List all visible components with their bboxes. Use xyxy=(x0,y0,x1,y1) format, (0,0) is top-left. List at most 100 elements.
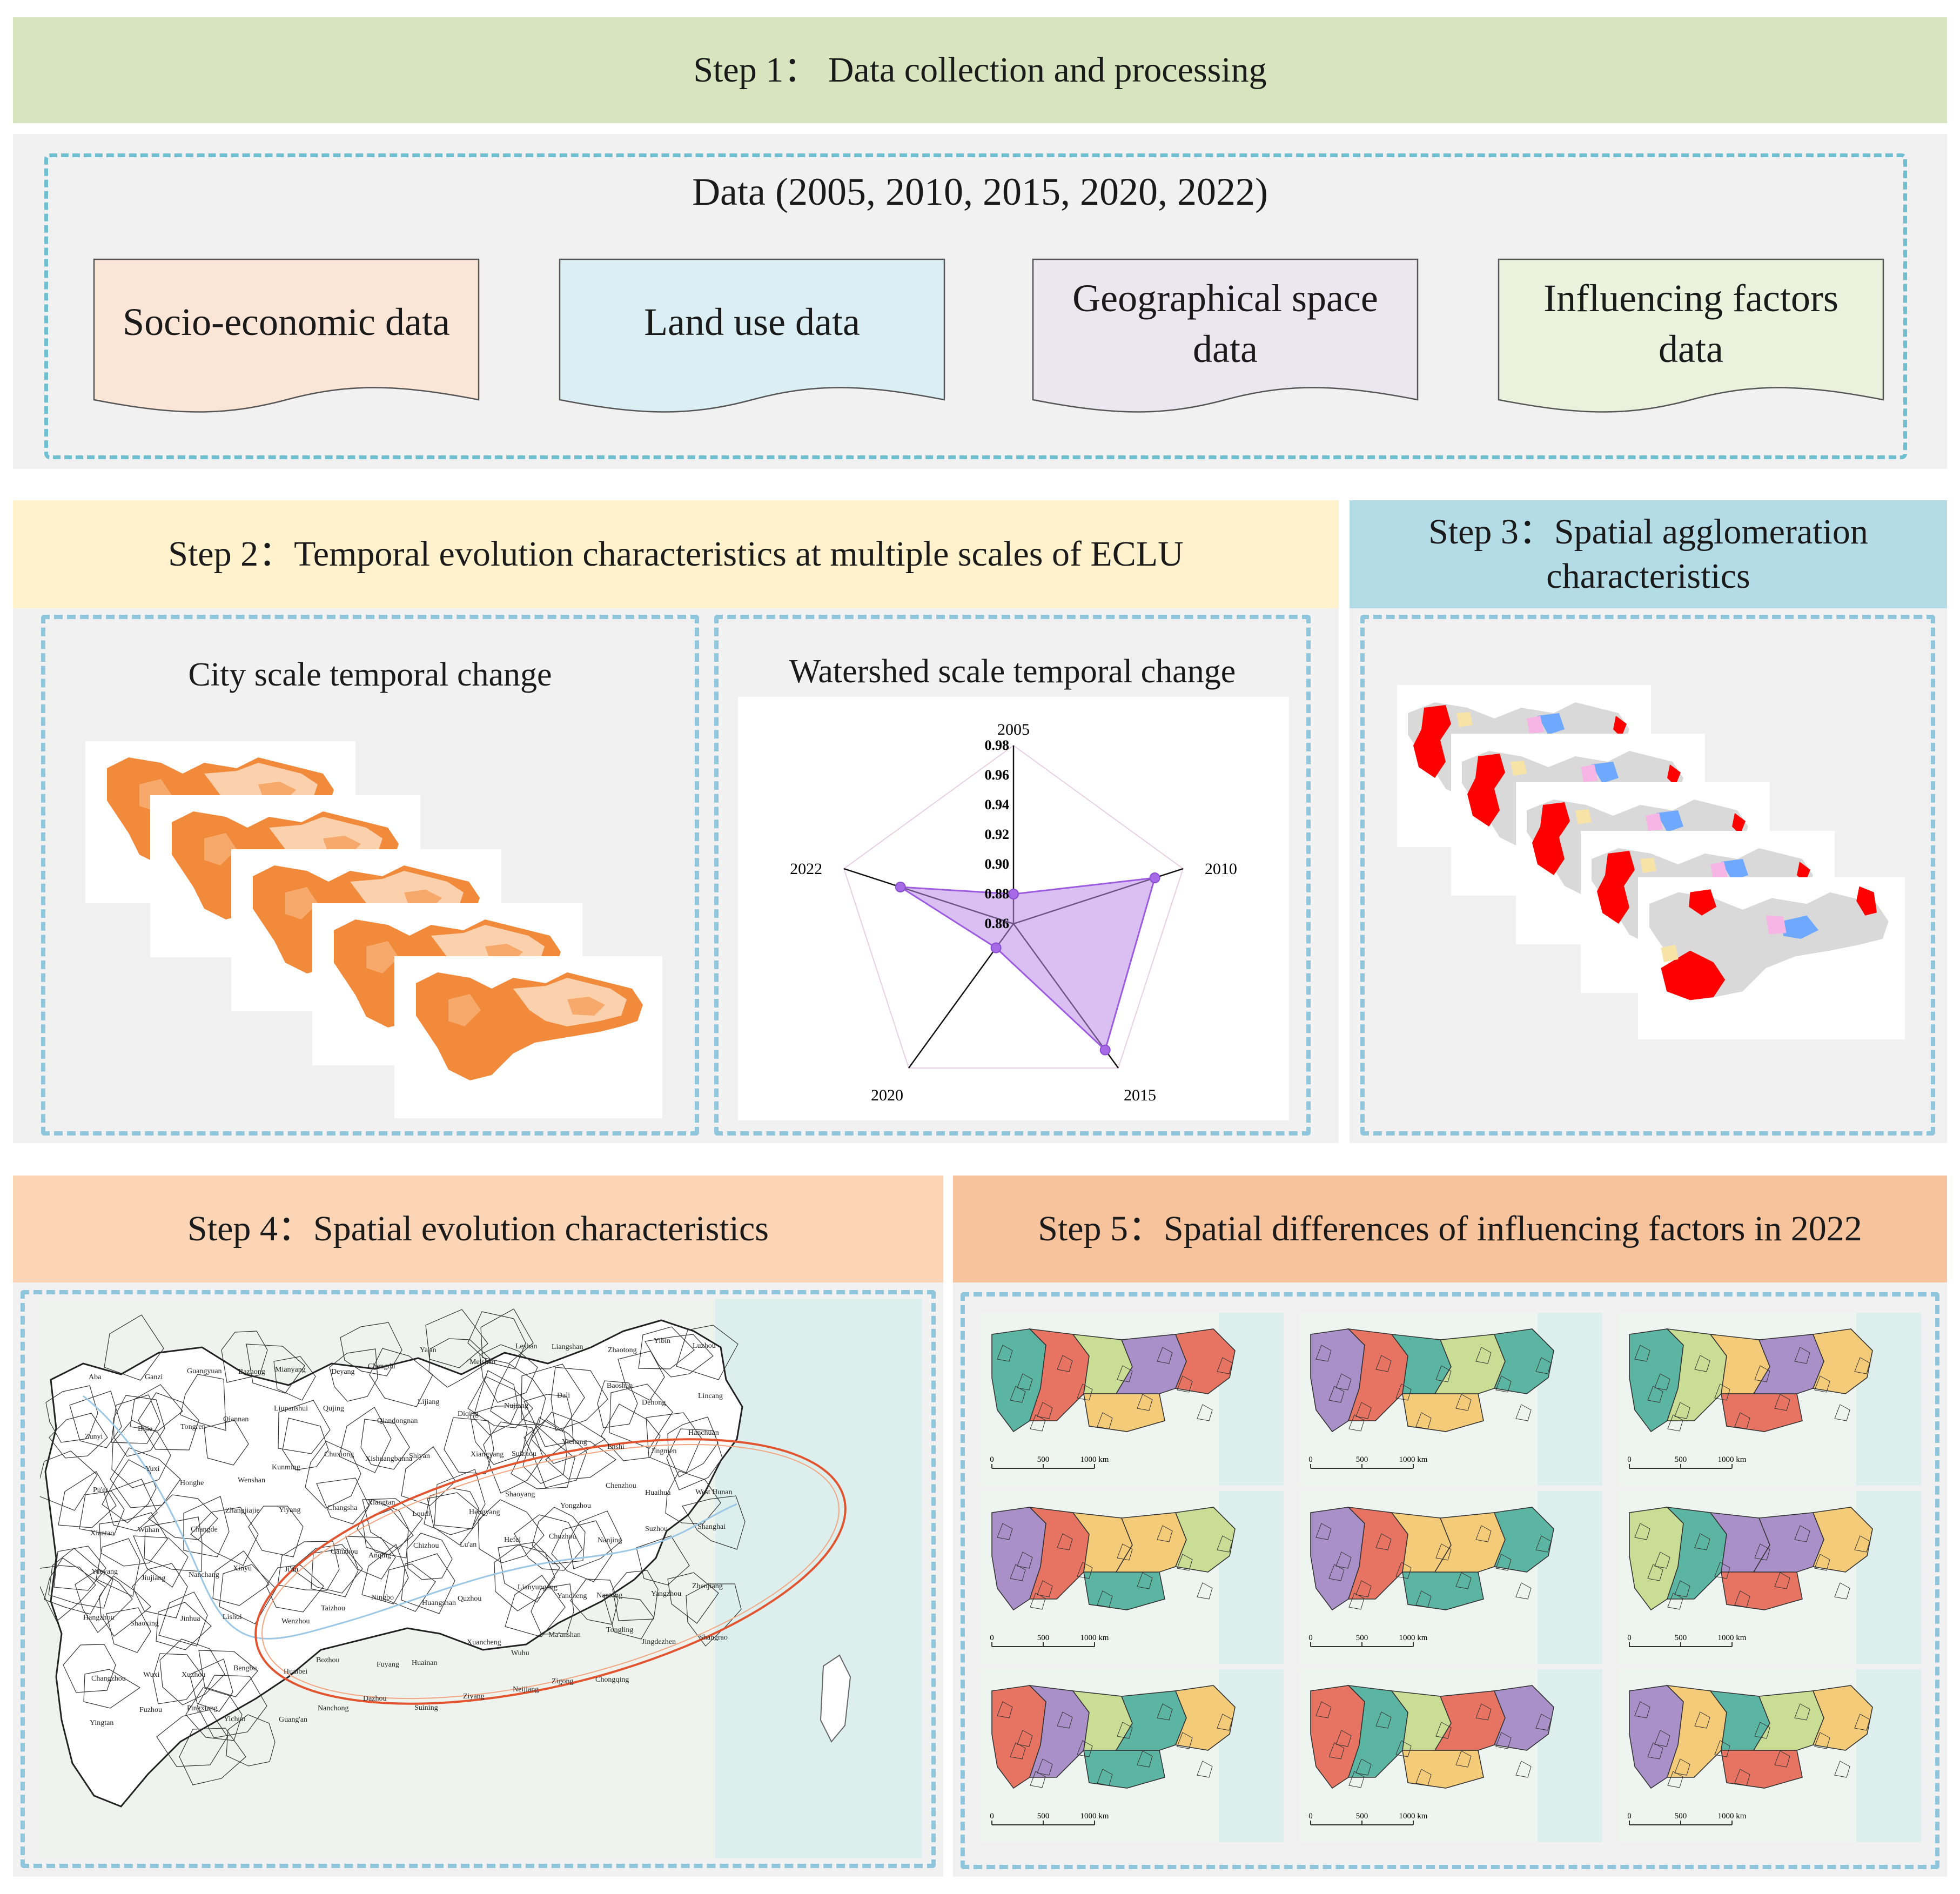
place-name: Dali xyxy=(557,1392,570,1400)
factor-subregion xyxy=(1348,1771,1365,1788)
factor-subregion xyxy=(1328,1386,1345,1403)
place-name: Yuxi xyxy=(145,1465,160,1473)
prefecture-polygon xyxy=(99,1575,151,1637)
prefecture-polygon xyxy=(473,1370,519,1435)
prefecture-polygon xyxy=(291,1544,363,1594)
factor-region xyxy=(1493,1328,1554,1394)
factor-subregion xyxy=(1030,1414,1046,1432)
scale-label: 1000 km xyxy=(1399,1634,1428,1642)
place-name: Changsha xyxy=(327,1504,358,1512)
place-name: Suining xyxy=(414,1704,438,1712)
prefecture-polygon xyxy=(311,1548,359,1597)
doc-shape xyxy=(93,258,480,413)
factor-subregion xyxy=(1157,1703,1173,1721)
city-scale-label: City scale temporal change xyxy=(188,656,552,694)
place-name: Lishui xyxy=(223,1613,242,1621)
prefecture-polygon xyxy=(278,1400,331,1454)
factor-subregion xyxy=(1667,1593,1683,1610)
place-name: Huaibei xyxy=(284,1668,307,1676)
factor-subregion xyxy=(1415,1769,1432,1786)
factor-subregion xyxy=(1754,1543,1770,1561)
prefecture-polygon xyxy=(106,1607,151,1653)
factor-subregion xyxy=(1535,1535,1552,1553)
prefecture-polygon xyxy=(424,1488,479,1535)
factor-subregion xyxy=(1475,1703,1492,1721)
factor-subregion xyxy=(1197,1582,1213,1600)
factor-subregion xyxy=(1375,1711,1392,1729)
place-name: Tongren xyxy=(180,1423,205,1431)
place-name: Xiantao xyxy=(90,1529,114,1537)
factor-subregion xyxy=(1097,1590,1113,1608)
place-name: Shanghai xyxy=(697,1523,726,1531)
place-name: Wuxi xyxy=(143,1671,160,1679)
prefecture-polygon xyxy=(198,1650,258,1697)
prefecture-polygon xyxy=(636,1535,690,1586)
lisa-map-2022 xyxy=(1649,886,1889,1000)
factor-map-sea xyxy=(1538,1669,1602,1842)
prefecture-polygon xyxy=(75,1569,133,1633)
river-line xyxy=(83,1395,737,1640)
factor-subregion xyxy=(1515,1761,1532,1778)
factor-subregion xyxy=(1037,1580,1053,1597)
place-name: Yangzhou xyxy=(651,1590,681,1598)
prefecture-polygon xyxy=(523,1419,587,1488)
place-name: Zigong xyxy=(552,1677,573,1685)
prefecture-polygon xyxy=(362,1509,414,1555)
doc-label: Influencing factors data xyxy=(1543,277,1838,371)
factor-map-sea xyxy=(1219,1669,1284,1842)
factor-subregion xyxy=(1694,1355,1710,1372)
sea-area xyxy=(715,1299,922,1858)
prefecture-polygon xyxy=(568,1510,622,1569)
doc-label: Geographical space data xyxy=(1072,277,1378,371)
place-name: Ma'anshan xyxy=(548,1631,581,1639)
radar-tick-label: 0.92 xyxy=(985,827,1010,842)
factor-subregion xyxy=(997,1701,1013,1718)
prefecture-polygon xyxy=(361,1544,409,1604)
factor-subregion xyxy=(1117,1543,1133,1561)
scale-label: 0 xyxy=(990,1634,994,1642)
factor-subregion xyxy=(1335,1730,1352,1747)
factor-subregion xyxy=(1335,1552,1352,1569)
place-name: Bengbu xyxy=(233,1664,257,1673)
place-name: Ganzi xyxy=(145,1373,163,1381)
standard-deviation-ellipse-inner xyxy=(261,1443,840,1700)
prefecture-polygon xyxy=(340,1322,402,1376)
factor-subregion xyxy=(1030,1771,1046,1788)
factor-subregion xyxy=(997,1345,1013,1362)
factor-region xyxy=(1174,1685,1236,1751)
city-scale-panel xyxy=(41,615,699,1136)
scale-label: 500 xyxy=(1356,1812,1368,1821)
radar-svg: 0.860.880.900.920.940.960.98200520102015… xyxy=(790,721,1237,1104)
prefecture-polygon xyxy=(53,1546,106,1591)
factor-subregion xyxy=(1455,1750,1472,1768)
prefecture-polygon xyxy=(221,1331,268,1383)
place-name: Huainan xyxy=(412,1659,437,1667)
prefecture-polygon xyxy=(597,1380,638,1428)
factor-subregion xyxy=(1395,1740,1412,1757)
factor-subregion xyxy=(1177,1375,1193,1393)
prefecture-polygon xyxy=(369,1348,433,1407)
factor-subregion xyxy=(1714,1740,1730,1757)
factor-subregion xyxy=(1415,1412,1432,1429)
factor-subregion xyxy=(1654,1730,1670,1747)
place-name: Changde xyxy=(191,1526,218,1534)
place-name: Fuyang xyxy=(377,1661,399,1669)
prefecture-polygon xyxy=(428,1338,492,1388)
prefecture-boundaries xyxy=(40,1308,746,1785)
factor-subregion xyxy=(1435,1543,1452,1561)
factor-map-sea xyxy=(1219,1313,1284,1486)
place-name: Chuxiong xyxy=(324,1450,354,1459)
radar-tick-label: 0.96 xyxy=(985,767,1010,783)
prefecture-polygon xyxy=(58,1471,117,1528)
place-name: Deyang xyxy=(331,1368,355,1376)
scale-label: 500 xyxy=(1356,1634,1368,1642)
prefecture-polygon xyxy=(329,1348,378,1402)
factor-region xyxy=(1493,1507,1554,1573)
place-name: Mianyang xyxy=(275,1366,306,1374)
factor-subregion xyxy=(1355,1402,1372,1419)
place-name: Lincang xyxy=(698,1392,723,1400)
place-name: Pu'er xyxy=(93,1486,109,1494)
